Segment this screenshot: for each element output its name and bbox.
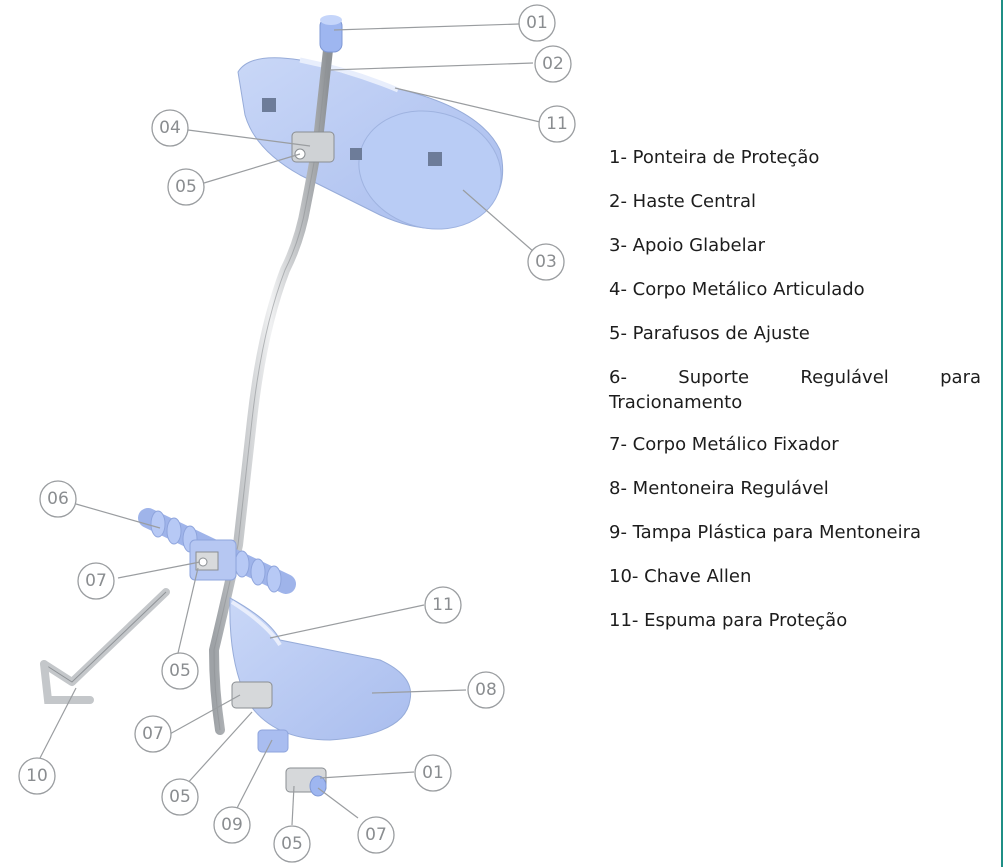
callout-11-bottom: 11 [424, 586, 462, 624]
central-rod [208, 45, 333, 735]
svg-text:05: 05 [281, 834, 303, 854]
adjustable-chin-cup [229, 597, 412, 741]
callout-03: 03 [527, 243, 565, 281]
svg-text:04: 04 [159, 118, 181, 138]
legend-item-3: 3- Apoio Glabelar [609, 235, 766, 256]
legend-item-7: 7- Corpo Metálico Fixador [609, 434, 839, 455]
callout-10: 10 [18, 757, 56, 795]
svg-text:07: 07 [85, 571, 107, 591]
svg-text:06: 06 [47, 489, 69, 509]
svg-text:10: 10 [26, 766, 48, 786]
legend-item-9: 9- Tampa Plástica para Mentoneira [609, 522, 922, 543]
callout-07-left: 07 [134, 715, 172, 753]
svg-text:07: 07 [142, 724, 164, 744]
legend-item-11: 11- Espuma para Proteção [609, 610, 848, 631]
fixing-metal-body-bottom [231, 681, 327, 797]
callout-05-middle: 05 [161, 652, 199, 690]
articulated-metal-body [291, 131, 335, 163]
legend-item-5: 5- Parafusos de Ajuste [609, 323, 810, 344]
legend-item-4: 4- Corpo Metálico Articulado [609, 279, 865, 300]
svg-text:05: 05 [169, 661, 191, 681]
svg-text:03: 03 [535, 252, 557, 272]
legend-item-6: 6- Suporte Regulável para Tracionamento [609, 367, 981, 413]
legend-item-2: 2- Haste Central [609, 191, 757, 212]
glabellar-support [237, 57, 504, 230]
legend-item-10: 10- Chave Allen [609, 566, 752, 587]
legend-item-1: 1- Ponteira de Proteção [609, 147, 820, 168]
svg-text:09: 09 [221, 815, 243, 835]
callout-06: 06 [39, 480, 77, 518]
callout-05-left: 05 [161, 778, 199, 816]
svg-text:11: 11 [432, 595, 454, 615]
callout-01-bottom: 01 [414, 754, 452, 792]
parts-legend: 1- Ponteira de Proteção 2- Haste Central… [609, 145, 981, 652]
callout-02: 02 [534, 45, 572, 83]
legend-item-8: 8- Mentoneira Regulável [609, 478, 829, 499]
svg-text:08: 08 [475, 680, 497, 700]
svg-text:07: 07 [365, 825, 387, 845]
right-border-line [1001, 0, 1003, 867]
svg-text:01: 01 [526, 13, 548, 33]
svg-text:01: 01 [422, 763, 444, 783]
svg-text:11: 11 [546, 114, 568, 134]
leader-lines [39, 23, 541, 826]
callout-07-bottom: 07 [357, 816, 395, 854]
callout-01-top: 01 [518, 4, 556, 42]
svg-text:05: 05 [169, 787, 191, 807]
callout-09: 09 [213, 806, 251, 844]
callout-08: 08 [467, 671, 505, 709]
callout-05-top: 05 [167, 168, 205, 206]
callout-11-top: 11 [538, 105, 576, 143]
callout-07-middle: 07 [77, 562, 115, 600]
callout-05-bottom: 05 [273, 825, 311, 863]
svg-text:05: 05 [175, 177, 197, 197]
callout-04: 04 [151, 109, 189, 147]
svg-text:02: 02 [542, 54, 564, 74]
allen-key [40, 588, 170, 704]
protection-tip-top [319, 15, 343, 53]
